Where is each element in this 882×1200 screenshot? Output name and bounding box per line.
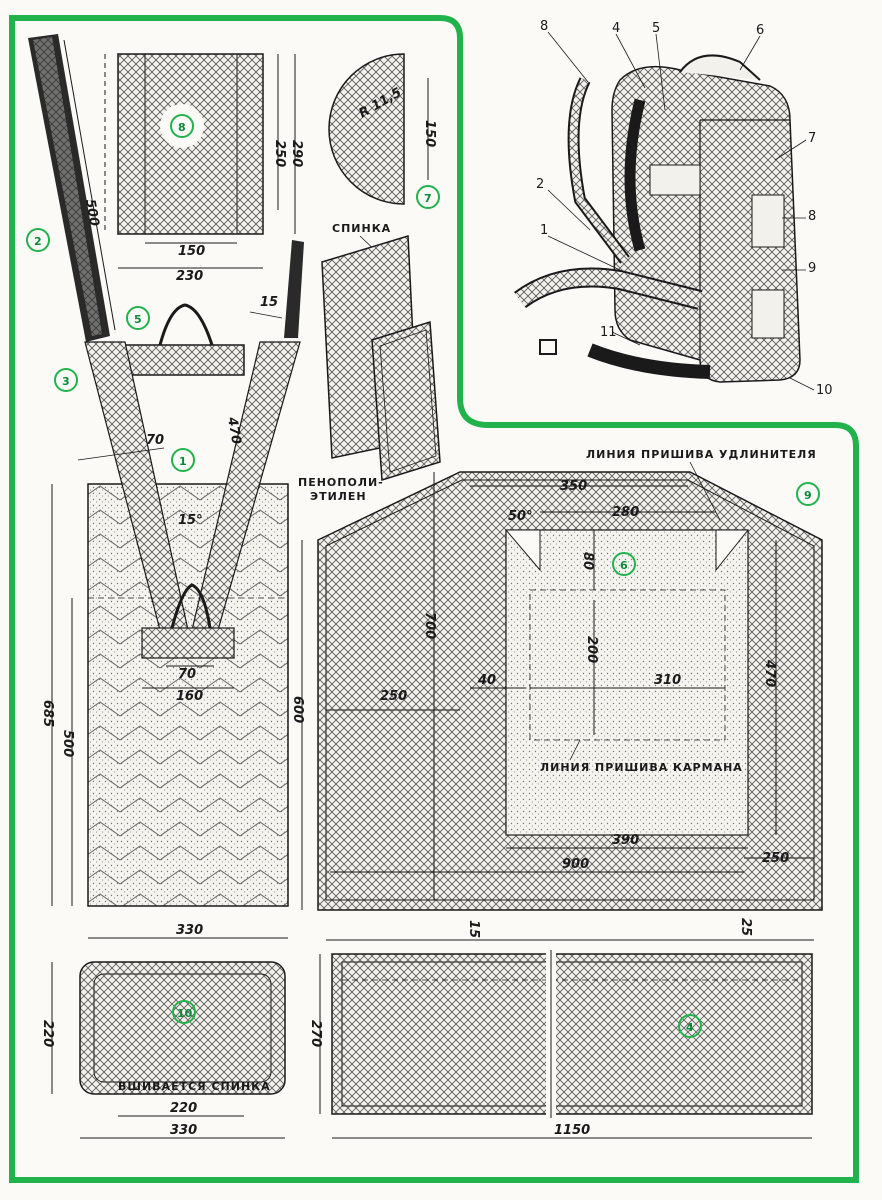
part-10-bottom: 10 ВШИВАЕТСЯ СПИНКА 220 220 330 [40, 961, 286, 1139]
dim-600: 600 [290, 696, 305, 723]
dim-200: 200 [584, 636, 599, 663]
dim-470-right: 470 [762, 659, 777, 687]
dim-1150: 1150 [554, 1123, 590, 1138]
dim-900: 900 [562, 857, 589, 872]
label-karman: ЛИНИЯ ПРИШИВА КАРМАНА [540, 761, 743, 774]
dim-290: 290 [289, 140, 304, 167]
dim-25: 25 [738, 918, 753, 936]
callout-5: 5 [652, 21, 660, 36]
dim-70-strap: 70 [146, 433, 164, 448]
dim-50-deg: 50° [508, 509, 533, 524]
dim-15-top: 15 [260, 295, 278, 310]
label-penopoli-1: ПЕНОПОЛИ- [298, 476, 384, 489]
label-penopoli-2: ЭТИЛЕН [310, 490, 367, 503]
dim-250: 250 [272, 140, 287, 167]
part-9-front-panel: ЛИНИЯ ПРИШИВА УДЛИНИТЕЛЯ ЛИНИЯ ПРИШИВА К… [290, 448, 823, 941]
callout-6: 6 [756, 23, 764, 38]
part-2-marker: 2 [26, 228, 50, 252]
dim-500-strap: 500 [82, 198, 101, 227]
part-3-number: 3 [62, 375, 70, 388]
dim-150-part8: 150 [178, 244, 205, 259]
callout-1: 1 [540, 223, 548, 238]
part-8-number: 8 [178, 121, 186, 134]
part-2-number: 2 [34, 235, 42, 248]
label-vshivaetsya: ВШИВАЕТСЯ СПИНКА [118, 1080, 271, 1093]
dim-330-top: 330 [176, 923, 203, 938]
callout-8-side: 8 [808, 209, 816, 224]
dim-15-bottom: 15 [466, 920, 481, 938]
dim-350: 350 [560, 479, 587, 494]
dim-330-bottom: 330 [170, 1123, 197, 1138]
dim-160: 160 [176, 689, 203, 704]
dim-250-right: 250 [762, 851, 789, 866]
part-2-strap: 500 [28, 34, 116, 342]
part-9-number: 9 [804, 489, 812, 502]
dim-70-bottom: 70 [178, 667, 196, 682]
callout-9: 9 [808, 261, 816, 276]
dim-470-strap: 470 [224, 415, 244, 445]
part-7-flap: R 11,5 150 7 [328, 53, 440, 209]
backpack-callouts: 8 4 5 6 7 2 8 1 9 11 10 [536, 19, 833, 398]
dim-220-left: 220 [40, 1020, 55, 1047]
part-1-back-section: 3 1 470 70 15° 70 160 685 500 330 [40, 341, 301, 939]
right-upper-strap: 15 [249, 240, 304, 338]
part-10-number: 10 [177, 1007, 193, 1020]
part-8-pocket: 8 250 290 150 230 [104, 53, 304, 284]
dim-150-part7: 150 [422, 120, 437, 147]
callout-10: 10 [816, 383, 833, 398]
callout-8-top: 8 [540, 19, 548, 34]
part-4-side-panel: 4 270 1150 [308, 950, 813, 1139]
part-4-number: 4 [686, 1021, 694, 1034]
dim-40: 40 [477, 673, 496, 688]
part-5-number: 5 [134, 313, 142, 326]
dim-500-left: 500 [60, 730, 75, 757]
label-spinka: СПИНКА [332, 222, 391, 235]
backpack-illustration [514, 54, 801, 383]
callout-2: 2 [536, 177, 544, 192]
label-udlinitel: ЛИНИЯ ПРИШИВА УДЛИНИТЕЛЯ [586, 448, 817, 461]
dim-390: 390 [612, 833, 639, 848]
dim-685: 685 [40, 700, 55, 727]
back-panel-spinka: СПИНКА ПЕНОПОЛИ- ЭТИЛЕН [298, 222, 441, 503]
dim-280: 280 [612, 505, 639, 520]
callout-4: 4 [612, 21, 620, 36]
part-1-number: 1 [179, 455, 187, 468]
dim-270: 270 [308, 1020, 323, 1047]
part-7-number: 7 [424, 192, 432, 205]
part-6-number: 6 [620, 559, 628, 572]
callout-7: 7 [808, 131, 816, 146]
dim-310: 310 [654, 673, 681, 688]
dim-700: 700 [422, 612, 437, 639]
callout-11: 11 [600, 325, 617, 340]
dim-250-mid: 250 [380, 689, 407, 704]
dim-230: 230 [176, 269, 203, 284]
green-frame [9, 15, 859, 1183]
dim-80: 80 [580, 552, 595, 570]
part-5-handle: 5 [123, 303, 245, 376]
dim-220-bottom: 220 [170, 1101, 197, 1116]
dim-15-deg: 15° [178, 513, 203, 528]
